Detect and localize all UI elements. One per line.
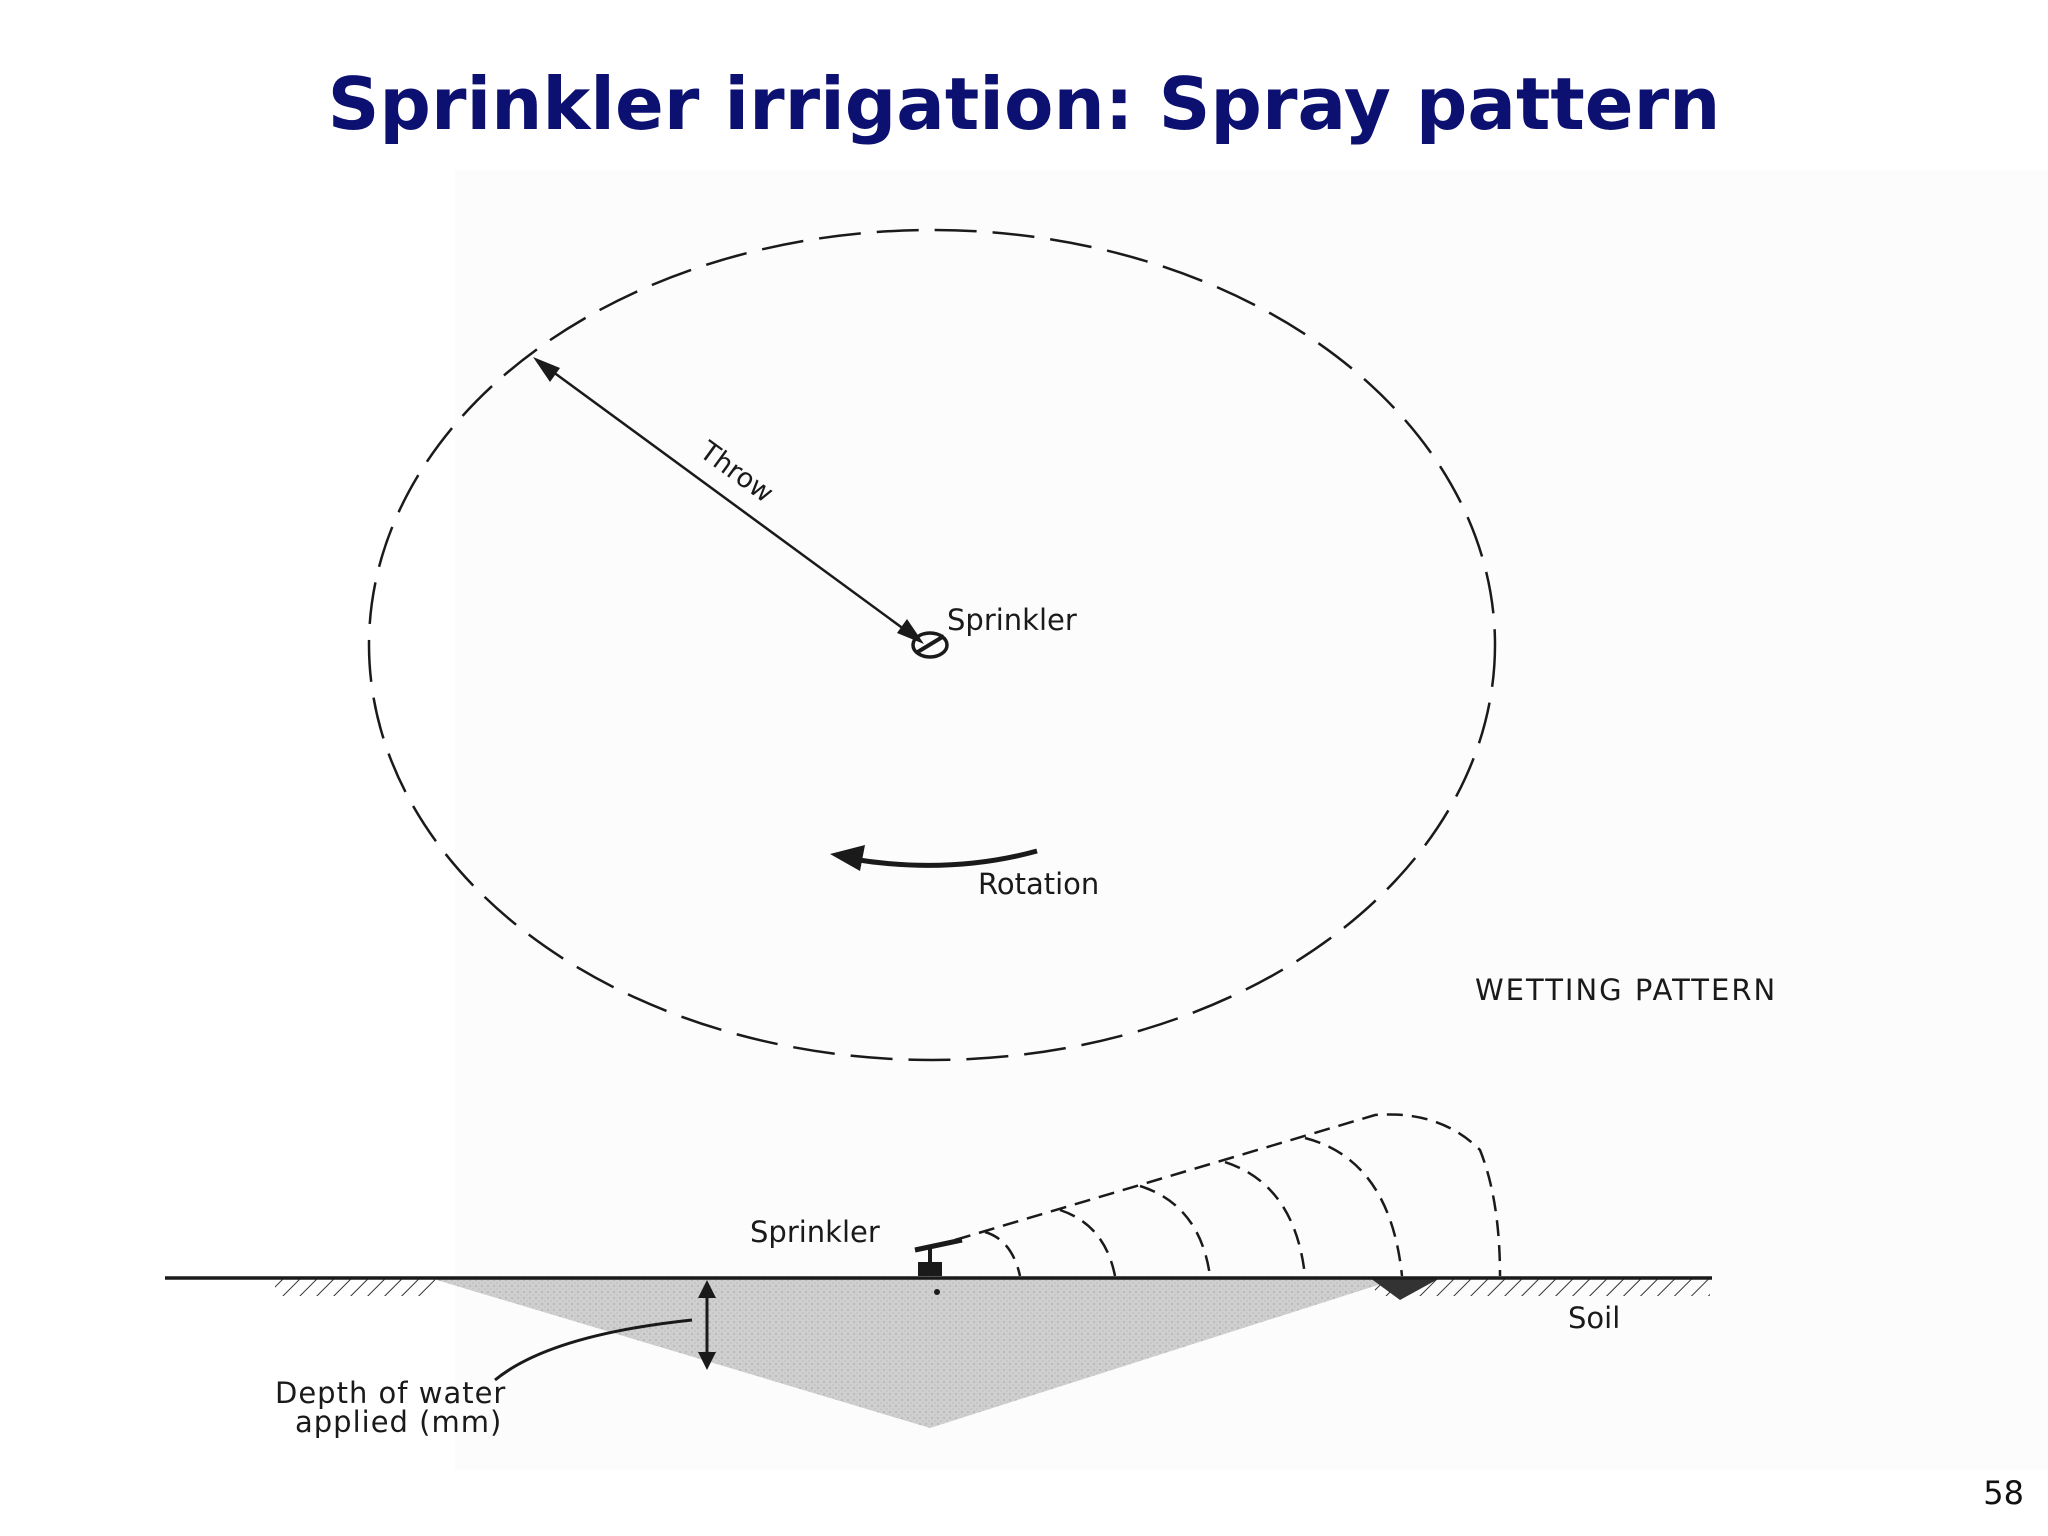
- depth-arrow: [494, 1280, 716, 1382]
- rotation-arrow-icon: [830, 845, 1038, 871]
- soil-hatch-left: [275, 1278, 435, 1296]
- sprinkler-label-side: Sprinkler: [750, 1215, 880, 1249]
- wetted-soil-region: [430, 1278, 1400, 1428]
- soil-hatch-right: [1375, 1278, 1710, 1296]
- sprinkler-label-top: Sprinkler: [947, 603, 1077, 637]
- page-number: 58: [1983, 1474, 2024, 1512]
- sprinkler-side-icon: [914, 1237, 963, 1295]
- depth-label-line1: Depth of water: [275, 1376, 506, 1410]
- wetting-pattern-top-view: Throw Sprinkler Rotation WETTING PATTERN: [367, 228, 1777, 1062]
- sprinkler-icon: [911, 631, 949, 659]
- throw-label: Throw: [693, 435, 779, 509]
- soil-label: Soil: [1568, 1301, 1620, 1335]
- wetting-pattern-label: WETTING PATTERN: [1475, 973, 1777, 1007]
- rotation-label: Rotation: [978, 867, 1099, 901]
- side-view-cross-section: Sprinkler Depth of water applied (mm) So…: [165, 1113, 1712, 1439]
- figure-background: [455, 170, 2048, 1470]
- depth-label-line2: applied (mm): [295, 1405, 502, 1439]
- throw-arrow: [533, 357, 924, 644]
- slide-title: Sprinkler irrigation: Spray pattern: [327, 62, 1721, 146]
- spray-trajectory: [954, 1113, 1502, 1277]
- wetting-circle: [367, 228, 1497, 1062]
